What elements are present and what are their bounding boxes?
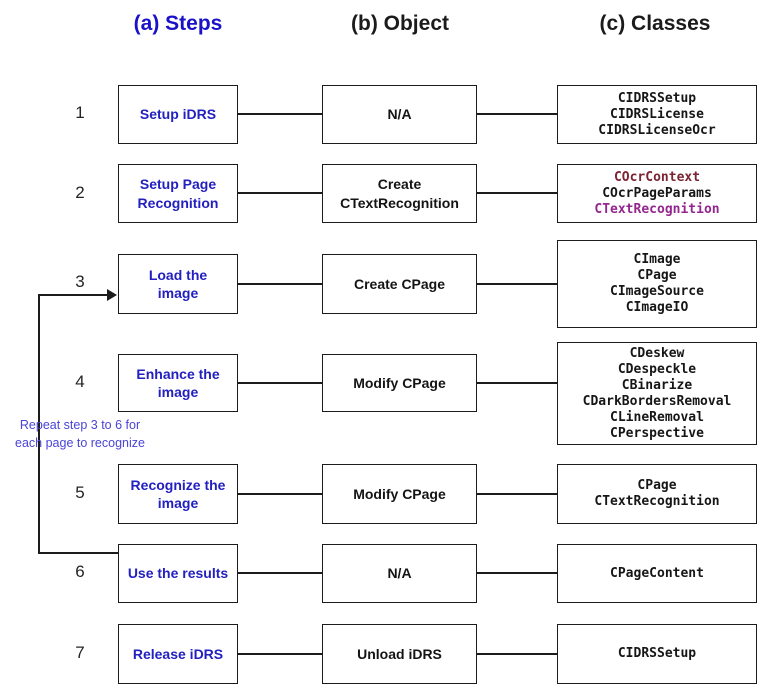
classes-box-row1: CIDRSSetup CIDRSLicense CIDRSLicenseOcr xyxy=(557,85,757,144)
connector-step-object xyxy=(237,192,323,194)
class-name: CImageSource xyxy=(610,284,704,299)
object-box-row2: Create CTextRecognition xyxy=(322,164,477,223)
classes-box-row3: CImage CPage CImageSource CImageIO xyxy=(557,240,757,328)
classes-box-row7: CIDRSSetup xyxy=(557,624,757,684)
classes-box-row5: CPage CTextRecognition xyxy=(557,464,757,524)
connector-object-classes xyxy=(476,382,558,384)
connector-object-classes xyxy=(476,192,558,194)
loop-label: Repeat step 3 to 6 for each page to reco… xyxy=(0,416,160,452)
step-number-6: 6 xyxy=(75,562,85,581)
step-label: Use the results xyxy=(127,565,229,582)
class-name: COcrContext xyxy=(613,169,701,185)
step-box-use-the-results: Use the results xyxy=(118,544,238,603)
step-label: Setup iDRS xyxy=(139,106,217,123)
loop-line-top xyxy=(38,294,108,296)
step-box-setup-idrs: Setup iDRS xyxy=(118,85,238,144)
loop-line-bottom xyxy=(38,552,118,554)
step-number-7: 7 xyxy=(75,643,85,662)
class-name: CImage xyxy=(633,252,681,267)
step-number-1: 1 xyxy=(75,103,85,122)
class-name: CIDRSLicense xyxy=(610,106,704,122)
step-box-load-the-image: Load the image xyxy=(118,254,238,314)
step-number-3: 3 xyxy=(75,272,85,291)
object-label: Modify CPage xyxy=(353,485,446,502)
object-label: N/A xyxy=(387,565,412,582)
object-box-row4: Modify CPage xyxy=(322,354,477,412)
classes-box-row4: CDeskew CDespeckle CBinarize CDarkBorder… xyxy=(557,342,757,445)
object-box-row7: Unload iDRS xyxy=(322,624,477,684)
step-label: Setup Page Recognition xyxy=(137,176,219,211)
connector-object-classes xyxy=(476,572,558,574)
step-box-recognize-the-image: Recognize the image xyxy=(118,464,238,524)
connector-step-object xyxy=(237,113,323,115)
class-name: CTextRecognition xyxy=(594,201,720,217)
class-name: CDespeckle xyxy=(617,361,697,377)
connector-step-object xyxy=(237,493,323,495)
class-name: CTextRecognition xyxy=(594,494,720,509)
classes-box-row2: COcrContext COcrPageParams CTextRecognit… xyxy=(557,164,757,223)
class-name: CPerspective xyxy=(610,425,704,441)
step-label: Enhance the image xyxy=(136,365,220,400)
object-label: Unload iDRS xyxy=(357,645,442,662)
class-name: CIDRSSetup xyxy=(617,90,697,106)
step-number-4: 4 xyxy=(75,372,85,391)
class-name: CIDRSSetup xyxy=(617,646,697,661)
class-name: CPageContent xyxy=(610,565,704,581)
step-number-2: 2 xyxy=(75,183,85,202)
class-name: CDeskew xyxy=(629,345,685,361)
step-label: Load the image xyxy=(148,266,208,301)
class-name: CIDRSLicenseOcr xyxy=(598,122,716,138)
step-label: Recognize the image xyxy=(130,476,226,511)
loop-label-line1: Repeat step 3 to 6 for xyxy=(19,418,141,432)
column-header-steps: (a) Steps xyxy=(133,12,223,35)
loop-line-vertical xyxy=(38,294,40,554)
class-name: COcrPageParams xyxy=(602,185,712,201)
loop-label-line2: each page to recognize xyxy=(15,436,145,450)
object-label: Create CTextRecognition xyxy=(340,176,459,211)
class-name: CImageIO xyxy=(625,300,689,315)
step-box-enhance-the-image: Enhance the image xyxy=(118,354,238,412)
step-box-setup-page-recognition: Setup Page Recognition xyxy=(118,164,238,223)
class-name: CLineRemoval xyxy=(610,409,704,425)
column-header-object: (b) Object xyxy=(351,12,449,35)
connector-step-object xyxy=(237,653,323,655)
step-label: Release iDRS xyxy=(132,645,224,662)
class-name: CPage xyxy=(637,268,677,283)
step-number-5: 5 xyxy=(75,483,85,502)
connector-object-classes xyxy=(476,113,558,115)
connector-step-object xyxy=(237,572,323,574)
object-label: N/A xyxy=(387,106,412,123)
classes-box-row6: CPageContent xyxy=(557,544,757,603)
connector-object-classes xyxy=(476,653,558,655)
object-label: Create CPage xyxy=(353,275,446,292)
class-name: CPage xyxy=(637,478,677,493)
connector-step-object xyxy=(237,283,323,285)
object-box-row1: N/A xyxy=(322,85,477,144)
step-box-release-idrs: Release iDRS xyxy=(118,624,238,684)
connector-object-classes xyxy=(476,283,558,285)
object-box-row5: Modify CPage xyxy=(322,464,477,524)
class-name: CBinarize xyxy=(621,377,693,393)
object-box-row3: Create CPage xyxy=(322,254,477,314)
loop-arrow-head-icon xyxy=(107,289,117,301)
connector-step-object xyxy=(237,382,323,384)
column-header-classes: (c) Classes xyxy=(599,12,711,35)
connector-object-classes xyxy=(476,493,558,495)
object-label: Modify CPage xyxy=(353,374,446,391)
object-box-row6: N/A xyxy=(322,544,477,603)
class-name: CDarkBordersRemoval xyxy=(582,393,732,409)
